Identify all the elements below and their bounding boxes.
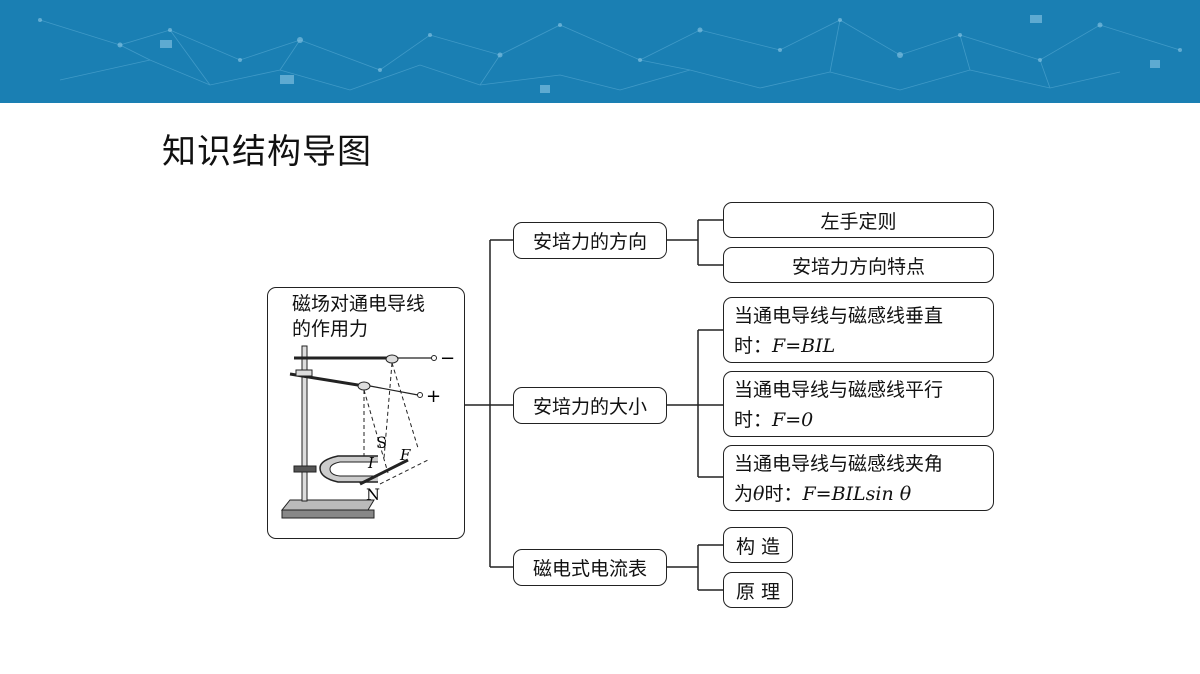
root-title-line1: 磁场对通电导线 [292,293,426,315]
leaf-angle: 当通电导线与磁感线夹角 为θ时：F=BILsin θ [723,445,994,511]
leaf-parallel: 当通电导线与磁感线平行 时：F=0 [723,371,994,437]
root-node: 磁场对通电导线 的作用力 − + S N I [267,287,465,539]
branch-galvanometer: 磁电式电流表 [513,549,667,586]
network-pattern [38,15,1182,93]
leaf-principle: 原 理 [723,572,793,608]
root-title-line2: 的作用力 [292,318,369,340]
north-pole-label: N [366,485,380,504]
leaf-structure: 构 造 [723,527,793,563]
root-title: 磁场对通电导线 的作用力 [292,292,462,342]
plus-terminal-label: + [426,386,441,407]
page-title: 知识结构导图 [162,132,372,172]
minus-terminal-label: − [440,348,455,369]
formula-angle: F=BILsin θ [802,483,912,505]
leaf-left-hand-rule: 左手定则 [723,202,994,238]
force-label: F [399,446,411,464]
leaf-perpendicular: 当通电导线与磁感线垂直 时：F=BIL [723,297,994,363]
theta-symbol: θ [753,483,765,505]
stand-rod [301,345,308,502]
header-banner [0,0,1200,103]
leaf-parallel-line1: 当通电导线与磁感线平行 [734,379,944,401]
formula-perpendicular: F=BIL [772,335,836,357]
branch-direction: 安培力的方向 [513,222,667,259]
formula-parallel: F=0 [772,409,814,431]
leaf-force-direction-features: 安培力方向特点 [723,247,994,283]
conductor-rod [359,458,409,486]
south-pole-label: S [376,433,387,452]
stand-base [280,499,375,511]
current-label: I [367,454,375,472]
branch-magnitude: 安培力的大小 [513,387,667,424]
leaf-perpendicular-line1: 当通电导线与磁感线垂直 [734,305,944,327]
leaf-angle-line1: 当通电导线与磁感线夹角 [734,453,944,475]
magnet-apparatus-figure: − + S N I F [280,345,455,519]
